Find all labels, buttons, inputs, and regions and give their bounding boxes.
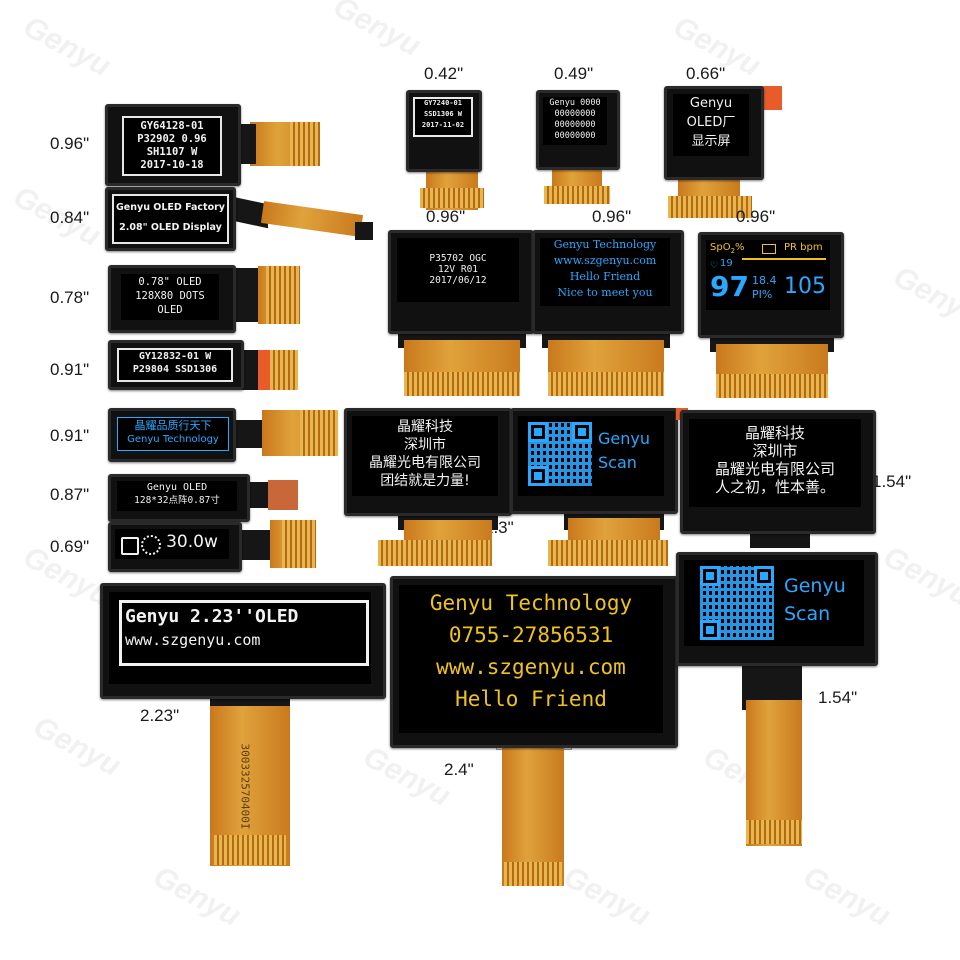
- size-label: 0.69": [50, 537, 90, 556]
- size-label: 1.54": [818, 688, 858, 707]
- display-line: Scan: [784, 603, 831, 625]
- size-label: 0.96": [426, 207, 466, 226]
- display-line: Genyu 0000: [549, 98, 601, 108]
- display-line: Genyu OLED: [146, 482, 208, 493]
- display-frame: [119, 600, 369, 666]
- size-label: 1.54": [872, 472, 912, 491]
- display-line: 晶耀科技: [744, 424, 805, 442]
- size-label: 2.23": [140, 706, 180, 725]
- display-line: SSD1306 W: [424, 110, 462, 118]
- display-line: Genyu: [784, 575, 846, 597]
- display-line: 晶耀光电有限公司: [714, 460, 835, 478]
- display-line: www.szgenyu.com: [553, 254, 657, 267]
- battery-icon: [121, 537, 139, 555]
- display-line: 128*32点阵0.87寸: [134, 495, 220, 506]
- pi-value: 18.4: [752, 274, 777, 287]
- watermark: Genyu: [27, 710, 126, 784]
- size-label: 0.42": [424, 64, 464, 83]
- display-line: 0755-27856531: [448, 623, 614, 647]
- size-label: 0.91": [50, 426, 90, 445]
- watermark: Genyu: [877, 540, 960, 614]
- display-line: OLED: [157, 304, 183, 316]
- fpc-part-number: 300332570400I: [238, 743, 252, 830]
- display-line: 2017-11-02: [421, 121, 465, 129]
- display-line: Scan: [598, 453, 637, 472]
- display-line: Nice to meet you: [557, 286, 653, 299]
- reading-small: 19: [720, 258, 733, 269]
- display-line: GY12832-01 W: [138, 351, 212, 362]
- display-line: www.szgenyu.com: [125, 631, 261, 649]
- display-line: 00000000: [554, 109, 596, 119]
- display-line: P32902 0.96: [137, 133, 207, 145]
- size-label: 0.96": [736, 207, 776, 226]
- watermark: Genyu: [887, 260, 960, 334]
- display-line: 晶耀光电有限公司: [369, 455, 481, 471]
- display-line: 00000000: [554, 120, 596, 130]
- display-line: GY64128-01: [140, 120, 204, 132]
- display-line: P35702 OGC: [429, 253, 487, 264]
- display-line: 2017-10-18: [140, 159, 204, 171]
- display-line: Genyu 2.23''OLED: [125, 606, 299, 627]
- qr-code-icon: [528, 422, 592, 486]
- display-line: 团结就是力量!: [380, 473, 470, 489]
- display-line: 00000000: [554, 131, 596, 141]
- watermark: Genyu: [147, 860, 246, 934]
- display-line: 显示屏: [691, 134, 731, 149]
- display-line: Genyu OLED Factory: [116, 202, 225, 213]
- display-line: 晶耀科技: [397, 419, 453, 435]
- size-label: 0.87": [50, 485, 90, 504]
- pr-bpm-label: PR bpm: [784, 242, 823, 253]
- display-line: www.szgenyu.com: [436, 655, 626, 679]
- display-line: Genyu Technology: [127, 434, 219, 445]
- heart-icon: ♡: [710, 260, 719, 270]
- battery-icon: [762, 244, 776, 254]
- display-line: 2017/06/12: [429, 275, 487, 286]
- size-label: 0.49": [554, 64, 594, 83]
- display-line: OLED厂: [686, 115, 736, 130]
- size-label: 0.78": [50, 288, 90, 307]
- display-line: GY7240-01: [424, 99, 462, 107]
- display-line: 12V R01: [437, 264, 479, 275]
- display-line: P29804 SSD1306: [132, 364, 218, 375]
- watermark: Genyu: [357, 740, 456, 814]
- display-line: Genyu: [598, 429, 650, 448]
- display-line: Hello Friend: [569, 270, 641, 283]
- display-line: 0.78" OLED: [138, 276, 202, 288]
- watermark: Genyu: [797, 860, 896, 934]
- display-line: 晶耀品质行天下: [134, 419, 212, 432]
- spo2-label: SpO2%: [710, 242, 745, 255]
- qr-code-icon: [700, 566, 774, 640]
- size-label: 0.84": [50, 208, 90, 227]
- display-line: Hello Friend: [455, 687, 607, 711]
- pi-label: PI%: [752, 288, 773, 301]
- display-line: 深圳市: [752, 442, 798, 460]
- watermark: Genyu: [17, 10, 116, 84]
- display-line: Genyu Technology: [553, 238, 657, 251]
- pulse-wave: [742, 258, 826, 270]
- size-label: 2.4": [444, 760, 474, 779]
- size-label: 0.66": [686, 64, 726, 83]
- display-line: 30.0w: [166, 532, 218, 552]
- display-line: 2.08" OLED Display: [119, 222, 222, 233]
- display-line: SH1107 W: [146, 146, 198, 158]
- watermark: Genyu: [557, 860, 656, 934]
- size-label: 0.91": [50, 360, 90, 379]
- size-label: 0.96": [50, 134, 90, 153]
- size-label: 0.96": [592, 207, 632, 226]
- spo2-value: 97: [710, 270, 749, 303]
- display-line: 128X80 DOTS: [135, 290, 205, 302]
- display-line: Genyu: [689, 96, 733, 111]
- display-line: 深圳市: [404, 437, 446, 453]
- display-line: Genyu Technology: [429, 591, 633, 615]
- display-line: 人之初，性本善。: [714, 478, 835, 496]
- pr-value: 105: [784, 274, 826, 299]
- watermark: Genyu: [327, 0, 426, 64]
- gear-icon: [141, 535, 161, 555]
